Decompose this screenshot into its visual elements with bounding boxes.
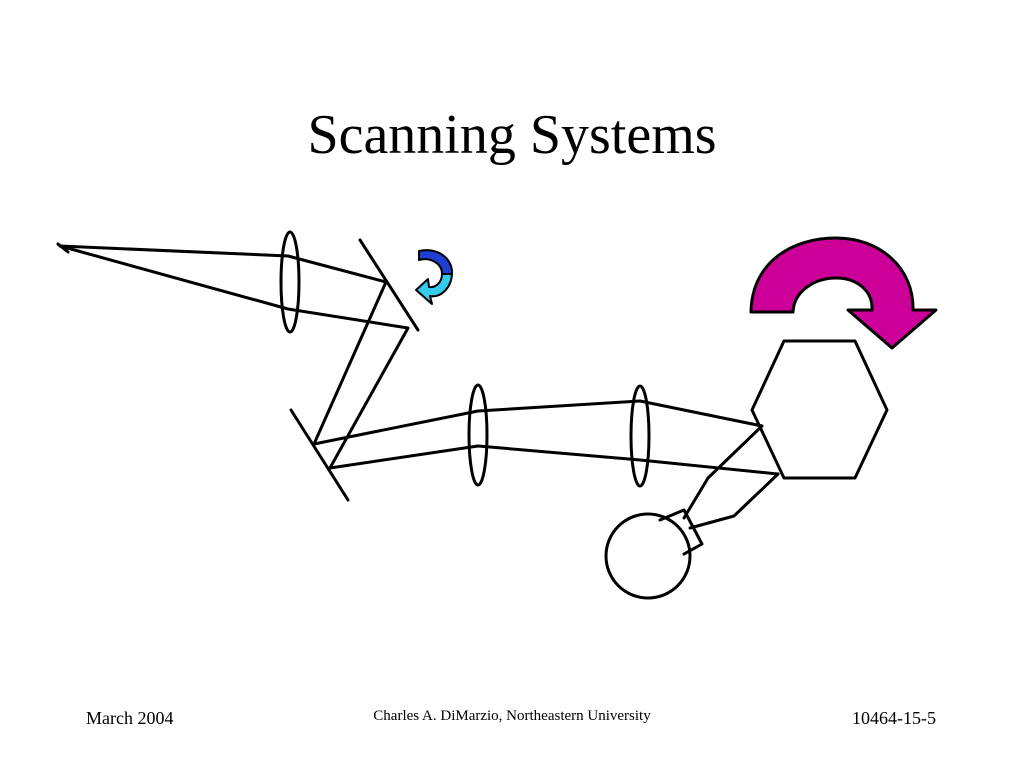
lens-2 [467,383,489,487]
lens-3 [629,384,651,488]
footer-date: March 2004 [86,708,174,728]
relay-beams [312,399,780,476]
detector-beams [682,424,780,530]
footer-slide-number: 10464-15-5 [852,708,936,728]
page-title: Scanning Systems [307,104,717,166]
polygon-scanner [750,339,889,480]
scan-mirror-1 [358,238,420,332]
scan-mirror-2 [289,408,350,502]
mirror-relay-beams [312,280,410,470]
footer-author: Charles A. DiMarzio, Northeastern Univer… [373,708,651,724]
detector [604,508,704,600]
rotation-arrow-icon [415,249,454,305]
rotation-arrow-icon [749,236,938,350]
lens-1 [279,230,301,334]
input-beam [56,242,410,330]
